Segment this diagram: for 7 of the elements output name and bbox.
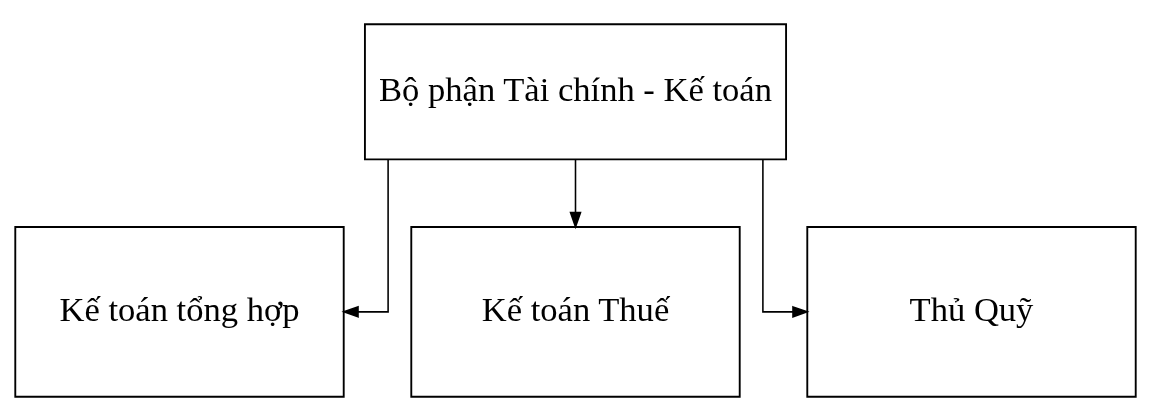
arrow (569, 158, 582, 229)
node-box: Thủ Quỹ (806, 225, 1137, 398)
node-box: Kế toán Thuế (410, 225, 741, 398)
arrow (762, 158, 810, 318)
arrow (341, 158, 389, 318)
node-box: Kế toán tổng hợp (14, 225, 345, 398)
node-box: Bộ phận Tài chính - Kế toán (364, 22, 787, 160)
